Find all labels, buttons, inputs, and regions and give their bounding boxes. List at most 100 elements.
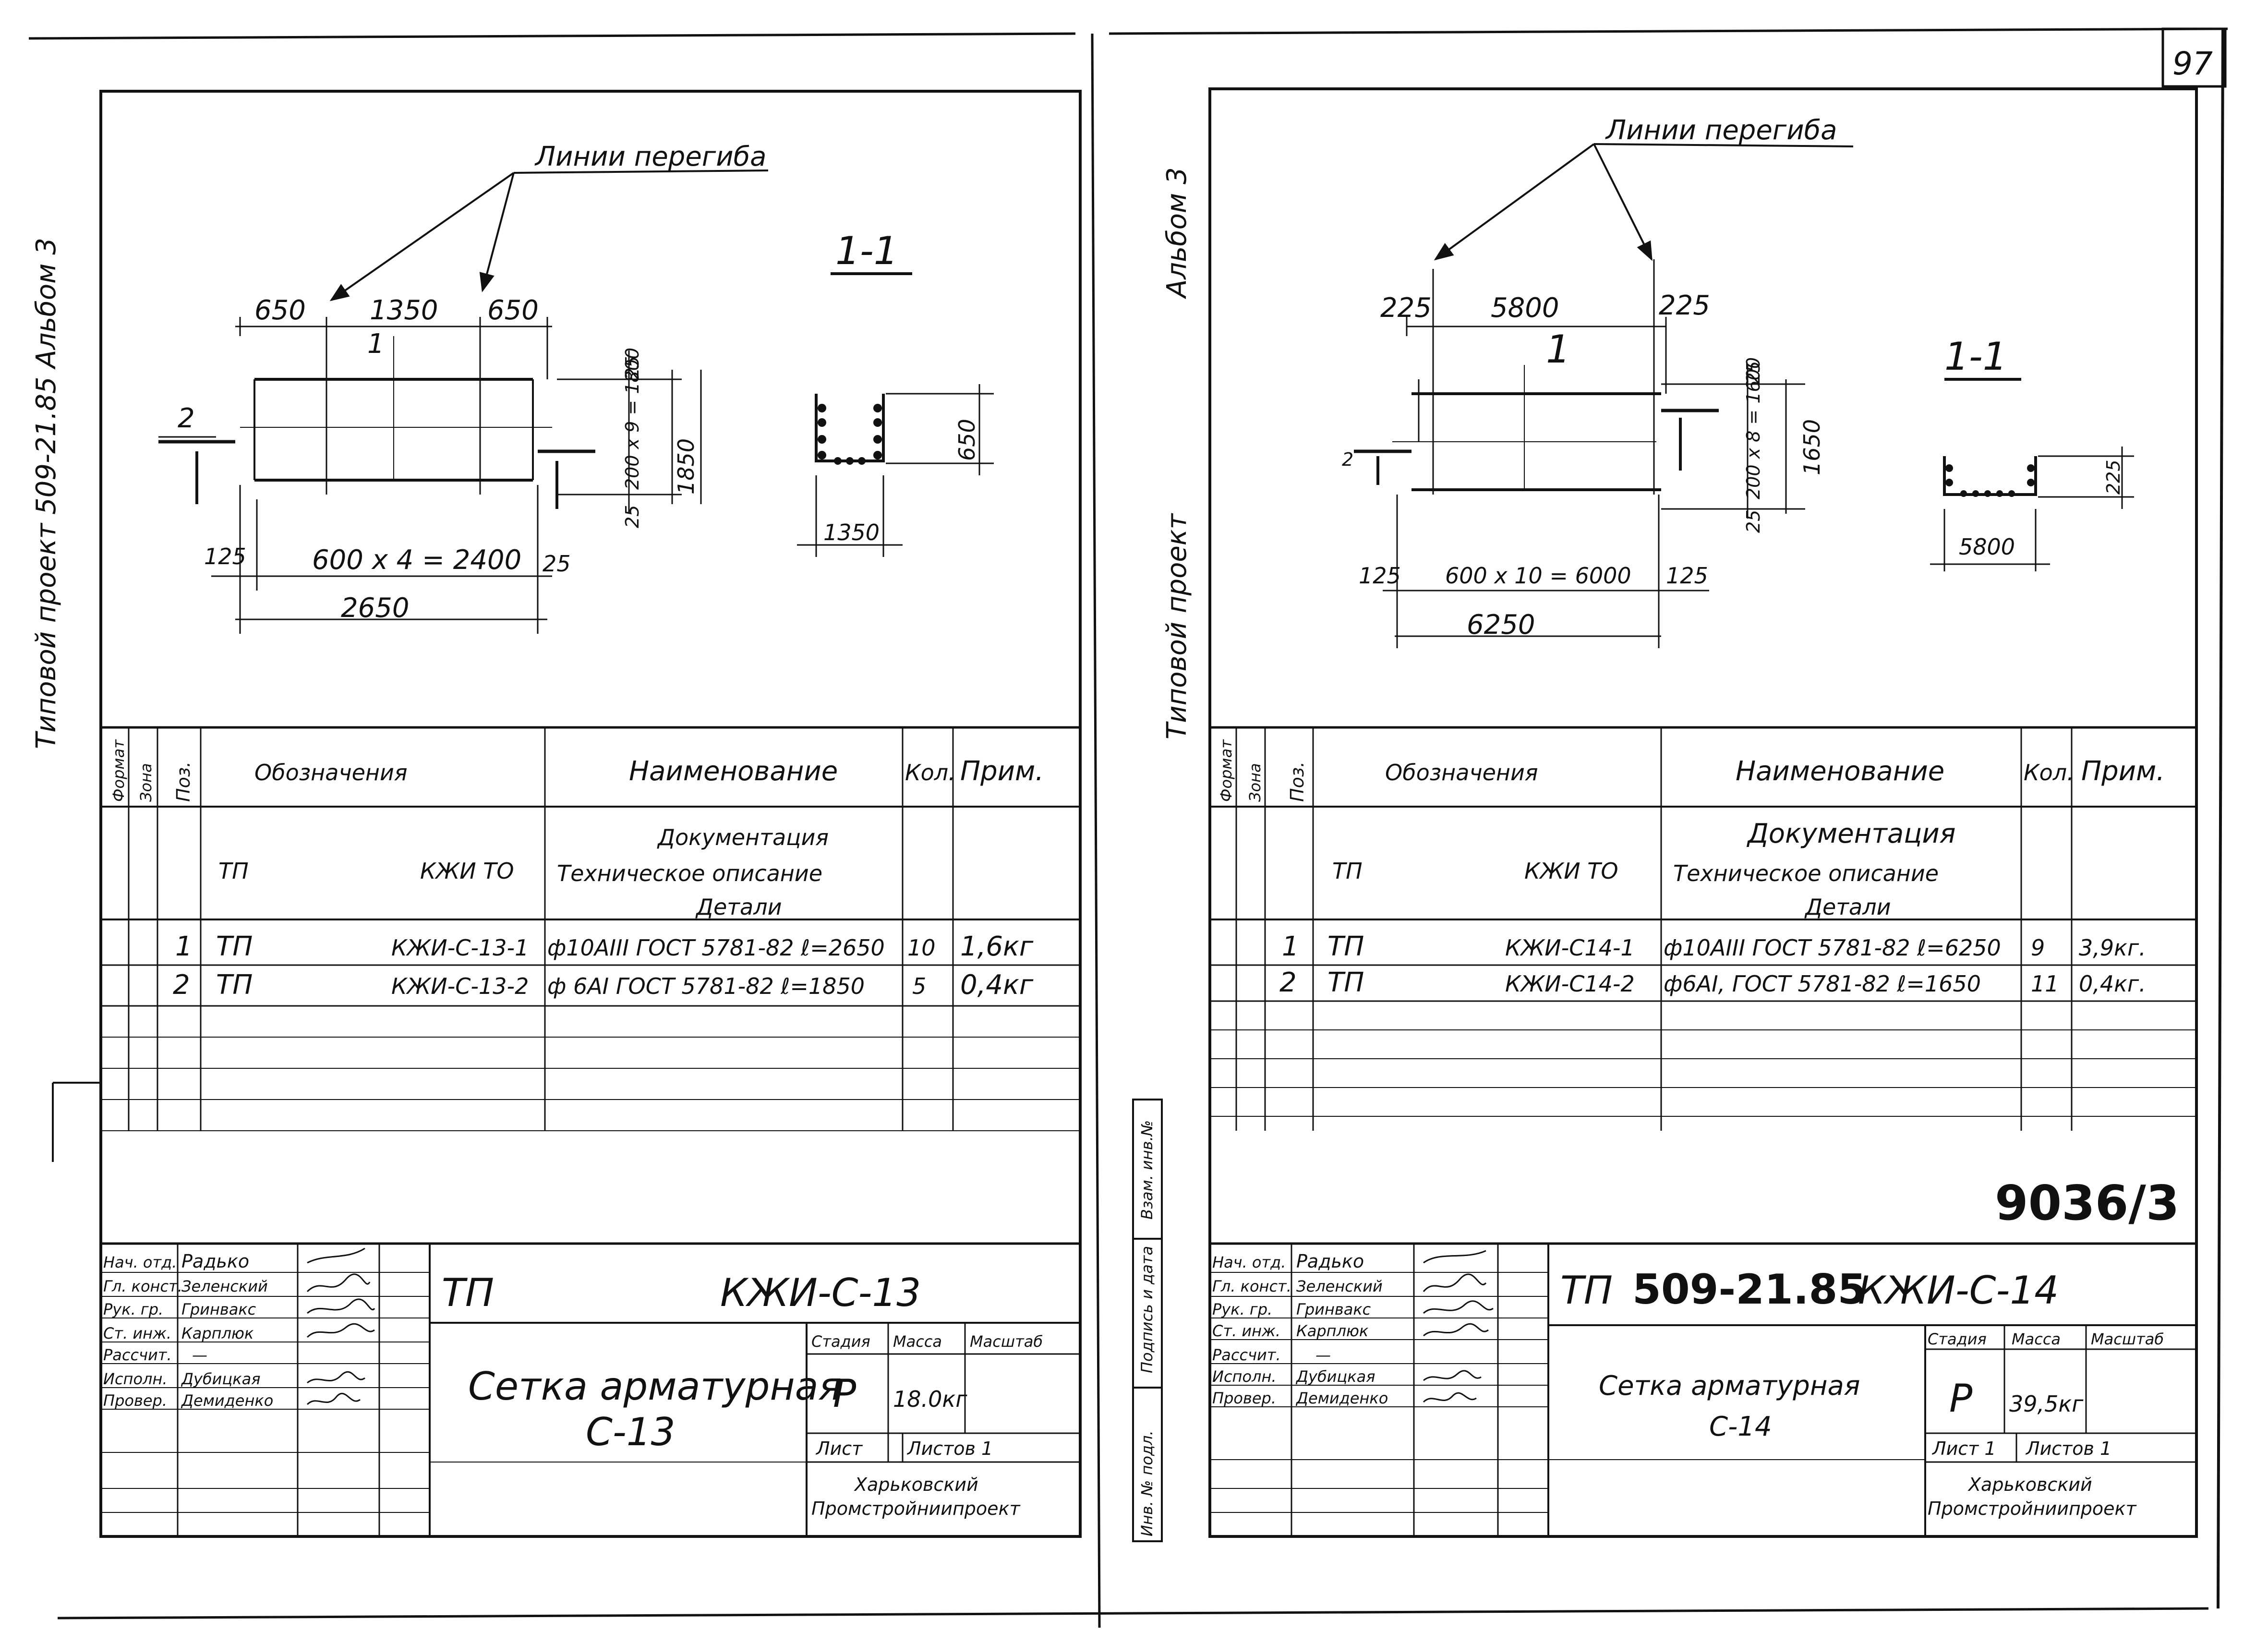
row-tp: ТП <box>1327 967 1364 998</box>
doc-line-1: Документация <box>657 824 829 850</box>
dim-top-2: 1350 <box>370 295 438 326</box>
section-height: 650 <box>954 419 980 461</box>
svg-text:Демиденко: Демиденко <box>181 1391 273 1410</box>
dim-top-2: 5800 <box>1491 292 1559 324</box>
sheet-number: 9036/3 <box>1995 1175 2179 1231</box>
sheet-label: Лист <box>815 1438 863 1459</box>
stamp-replace-inv: Взам. инв.№ <box>1138 1120 1156 1220</box>
org-line-1: Харьковский <box>854 1474 978 1495</box>
svg-text:Гринвакс: Гринвакс <box>1296 1300 1371 1318</box>
right-sheet: Линии перегиба 225 5800 225 1 2 25 200 x… <box>1208 87 2198 1538</box>
row-name: ф 6АI ГОСТ 5781-82 ℓ=1850 <box>547 973 865 999</box>
mass-value: 39,5кг <box>2009 1391 2084 1417</box>
side-stamp-box <box>1132 1099 1163 1542</box>
mass-label: Масса <box>893 1332 942 1351</box>
svg-text:Демиденко: Демиденко <box>1295 1389 1388 1407</box>
row-pos: 2 <box>173 969 190 1001</box>
row-tp: ТП <box>1327 931 1364 962</box>
title-name-1: Сетка арматурная <box>468 1364 842 1409</box>
mass-value: 18.0кг <box>893 1386 967 1412</box>
dim-right-4: 25 <box>1743 510 1764 533</box>
section-rebar-dots <box>1945 464 2035 497</box>
svg-text:Рассчит.: Рассчит. <box>1212 1346 1281 1364</box>
doc-line-3: Детали <box>1804 894 1891 920</box>
dim-right-3: 1850 <box>673 438 699 495</box>
svg-text:Рук. гр.: Рук. гр. <box>103 1300 163 1318</box>
dim-bottom-2: 600 x 10 = 6000 <box>1445 563 1631 589</box>
sheet-frame <box>28 27 2228 1628</box>
title-name-1: Сетка арматурная <box>1599 1370 1860 1402</box>
left-edge-tick <box>52 1082 101 1162</box>
bend-lines-label: Линии перегиба <box>534 141 766 172</box>
svg-text:Карплюк: Карплюк <box>1296 1322 1369 1340</box>
dim-bottom-1: 125 <box>1359 563 1401 589</box>
row-name: ф6АI, ГОСТ 5781-82 ℓ=1650 <box>1664 971 1981 997</box>
mark-1: 1 <box>367 328 385 360</box>
svg-text:Провер.: Провер. <box>103 1391 167 1410</box>
hdr-name: Наименование <box>1736 756 1944 787</box>
row-name: ф10АIII ГОСТ 5781-82 ℓ=6250 <box>1664 935 2001 961</box>
row-code: КЖИ-С-13-1 <box>391 935 529 961</box>
table-row: 2 ТП КЖИ-С-13-2 ф 6АI ГОСТ 5781-82 ℓ=185… <box>173 969 1034 1001</box>
dim-top-1: 225 <box>1380 292 1432 324</box>
doc-kzhi: КЖИ ТО <box>1524 858 1618 884</box>
right-mesh-drawing <box>1354 143 2134 648</box>
svg-text:—: — <box>192 1346 207 1364</box>
row-pos: 2 <box>1279 967 1297 998</box>
doc-line-1: Документация <box>1746 818 1955 849</box>
table-row: 1 ТП КЖИ-С-13-1 ф10АIII ГОСТ 5781-82 ℓ=2… <box>175 931 1034 962</box>
hdr-designation: Обозначения <box>254 760 408 786</box>
svg-text:Радько: Радько <box>1296 1251 1364 1272</box>
hdr-designation: Обозначения <box>1385 760 1538 786</box>
row-qty: 5 <box>912 973 926 999</box>
mass-label: Масса <box>2012 1330 2061 1348</box>
doc-tp: ТП <box>218 858 249 884</box>
svg-text:Рук. гр.: Рук. гр. <box>1212 1300 1272 1318</box>
scale-label: Масштаб <box>970 1332 1043 1351</box>
table-row: 1 ТП КЖИ-С14-1 ф10АIII ГОСТ 5781-82 ℓ=62… <box>1282 931 2146 962</box>
svg-text:Исполн.: Исполн. <box>103 1370 168 1388</box>
dim-right-2: 200 x 8 = 1600 <box>1743 357 1764 499</box>
dim-bottom-1: 125 <box>204 544 246 569</box>
stage-value: Р <box>833 1371 857 1416</box>
table-row: 2 ТП КЖИ-С14-2 ф6АI, ГОСТ 5781-82 ℓ=1650… <box>1279 967 2146 998</box>
row-code: КЖИ-С14-1 <box>1505 935 1635 961</box>
org-line-2: Промстройниипроект <box>1928 1498 2137 1519</box>
doc-line-3: Детали <box>695 894 782 920</box>
section-width: 1350 <box>823 520 880 545</box>
svg-text:Провер.: Провер. <box>1212 1389 1276 1407</box>
section-rebar-dots <box>818 404 882 465</box>
dim-top-3: 650 <box>487 295 539 326</box>
row-code: КЖИ-С14-2 <box>1505 971 1635 997</box>
signatures <box>1423 1250 1494 1403</box>
approval-names: Радько Зеленский Гринвакс Карплюк — Дуби… <box>181 1251 273 1410</box>
approval-roles: Нач. отд. Гл. конст. Рук. гр. Ст. инж. Р… <box>103 1253 182 1410</box>
title-name-2: С-14 <box>1709 1411 1772 1442</box>
org-line-2: Промстройниипроект <box>811 1498 1021 1519</box>
dim-total: 6250 <box>1467 609 1535 641</box>
row-pos: 1 <box>1282 931 1299 962</box>
svg-text:Ст. инж.: Ст. инж. <box>103 1324 171 1342</box>
bend-lines-label: Линии перегиба <box>1605 115 1837 146</box>
svg-text:—: — <box>1315 1346 1331 1364</box>
dim-bottom-3: 25 <box>543 551 571 577</box>
row-qty: 10 <box>907 935 936 961</box>
svg-text:Дубицкая: Дубицкая <box>1295 1367 1375 1386</box>
hdr-name: Наименование <box>629 756 838 787</box>
title-code: КЖИ-С-13 <box>720 1270 921 1315</box>
hdr-qty: Кол. <box>905 760 955 786</box>
row-pos: 1 <box>175 931 193 962</box>
svg-text:Радько: Радько <box>181 1251 249 1272</box>
row-note: 3,9кг. <box>2079 935 2146 961</box>
dim-bottom-3: 125 <box>1666 563 1708 589</box>
svg-text:Нач. отд.: Нач. отд. <box>1212 1253 1286 1271</box>
right-margin-album: Альбом 3 <box>1161 167 1193 299</box>
row-code: КЖИ-С-13-2 <box>391 973 529 999</box>
row-tp: ТП <box>216 931 253 962</box>
doc-line-2: Техническое описание <box>557 860 822 886</box>
section-title: 1-1 <box>835 229 898 273</box>
hdr-note: Прим. <box>960 756 1044 787</box>
row-name: ф10АIII ГОСТ 5781-82 ℓ=2650 <box>547 935 885 961</box>
row-qty: 11 <box>2031 971 2059 997</box>
stage-value: Р <box>1949 1376 1973 1421</box>
